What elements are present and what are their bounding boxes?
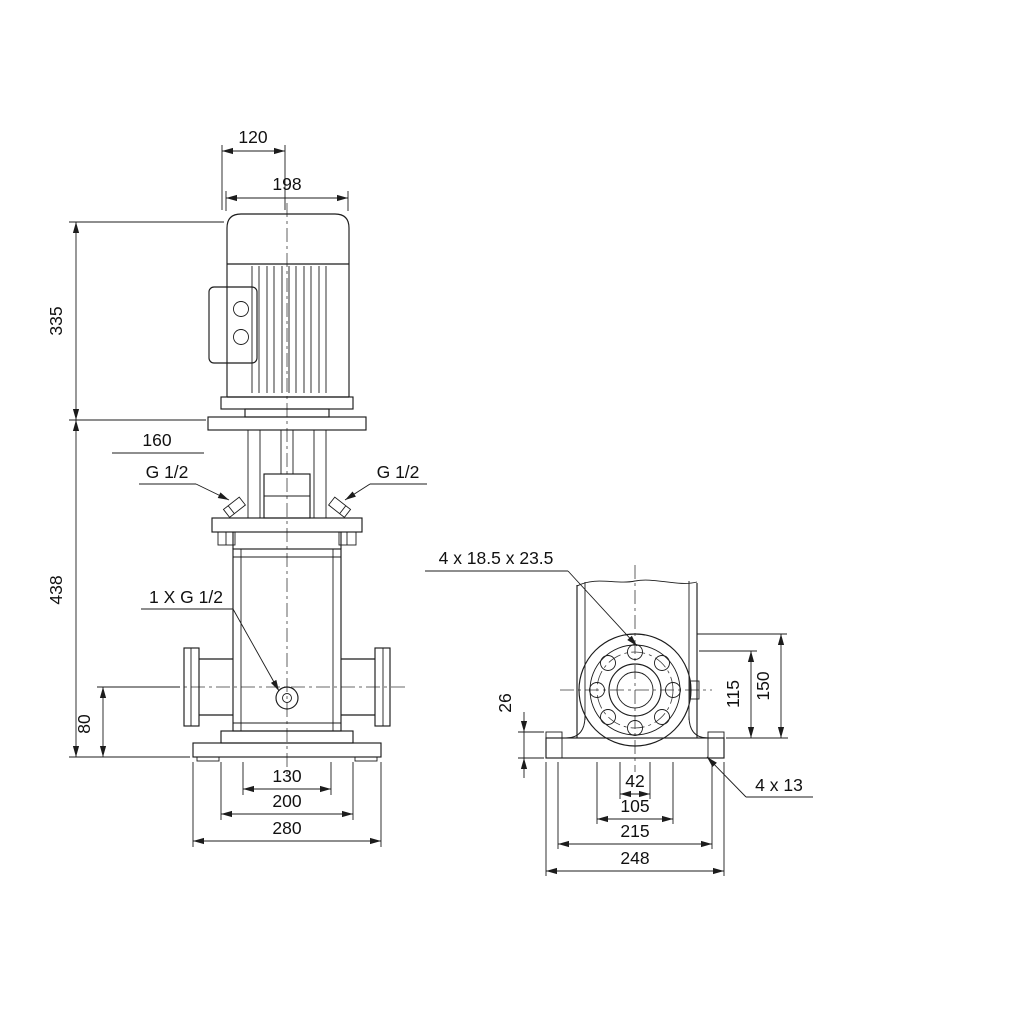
port-left-label: G 1/2 [146,462,189,482]
dim-160: 160 [112,430,204,454]
dim-215-label: 215 [620,821,649,841]
discharge-flange-right [341,647,391,727]
bolt-hole [654,655,670,671]
leader-line [706,756,747,798]
side-base-plate [545,731,725,759]
port-flange-face [578,633,692,747]
dim-26: 26 [495,693,544,778]
leader-line [567,570,638,647]
vent-plug-left [222,496,247,518]
port-label-left: G 1/2 [139,462,230,501]
drain-port-label: 1 X G 1/2 [149,587,223,607]
staybolt-nut-left [217,531,236,546]
dim-130: 130 [242,762,332,795]
terminal-box [208,286,258,364]
dim-280-label: 280 [272,818,301,838]
dim-80: 80 [74,686,180,757]
dim-105-label: 105 [620,796,649,816]
dim-335: 335 [46,221,224,421]
leader-line [232,608,280,692]
motor [226,213,350,398]
dim-248: 248 [545,762,725,876]
drain-label-group: 1 X G 1/2 [141,587,280,692]
dim-200: 200 [220,762,354,820]
motor-cooling-fins [251,266,327,393]
pump-head [211,517,363,549]
foot-left [196,756,220,762]
dim-200-label: 200 [272,791,301,811]
dim-42: 42 [619,762,651,799]
vent-plug-right [327,496,352,518]
dim-438: 438 [46,420,190,758]
dim-115-label: 115 [723,680,743,708]
dim-335-label: 335 [46,306,66,335]
base-holes-callout: 4 x 13 [706,756,813,798]
dim-80-label: 80 [74,714,94,734]
base-plate [192,742,382,762]
bolt-hole [627,720,643,736]
dim-26-label: 26 [495,693,515,712]
bolt-hole [665,682,681,698]
front-view: 120 198 335 438 160 G 1/2 [46,127,427,847]
dim-160-label: 160 [142,430,171,450]
dim-130-label: 130 [272,766,301,786]
cable-entry-hole [233,329,249,345]
dim-120-label: 120 [238,127,267,147]
leader-line [344,483,371,501]
bolt-circle [596,651,674,729]
bolt-hole [600,709,616,725]
bolt-hole [654,709,670,725]
flange-holes-callout: 4 x 18.5 x 23.5 [425,548,638,647]
front-centerlines [166,203,408,774]
base-lip-right [707,731,725,739]
leader-line [195,483,230,501]
dim-105: 105 [596,762,674,824]
dim-280: 280 [192,762,382,847]
cable-entry-hole [233,301,249,317]
port-right-label: G 1/2 [377,462,420,482]
side-body [565,579,709,739]
suction-flange-left [183,647,233,727]
dim-150: 150 [697,633,787,738]
base-lip-left [545,731,563,739]
flange-bolt-holes [589,644,681,736]
dim-42-label: 42 [625,771,644,791]
dim-198-label: 198 [272,174,301,194]
drain-plug [275,686,299,710]
flange-holes-label: 4 x 18.5 x 23.5 [439,548,554,568]
side-view: 4 x 18.5 x 23.5 26 115 150 [425,548,813,876]
port-label-right: G 1/2 [344,462,427,501]
base-holes-label: 4 x 13 [755,775,803,795]
bolt-hole [589,682,605,698]
dim-198: 198 [225,174,349,211]
flange-key-detail [689,680,700,700]
dim-438-label: 438 [46,575,66,604]
bolt-hole [600,655,616,671]
dim-115: 115 [699,650,788,739]
foot-right [354,756,378,762]
dim-248-label: 248 [620,848,649,868]
staybolt-nut-right [338,531,357,546]
dim-150-label: 150 [753,671,773,700]
dim-215: 215 [557,762,713,849]
